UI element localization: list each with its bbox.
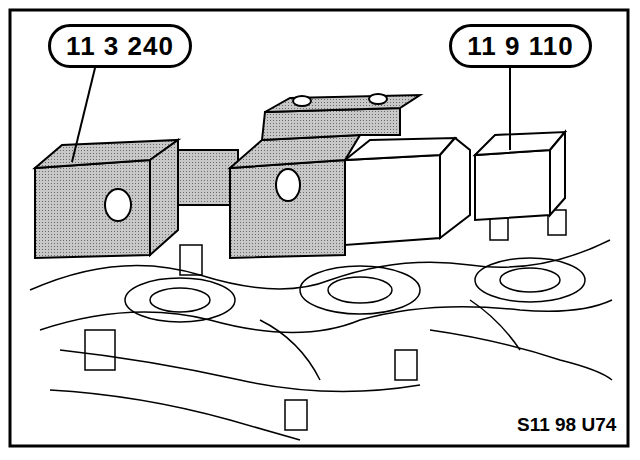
frame — [10, 10, 628, 446]
callout-box: 11 9 110 — [449, 24, 592, 68]
leader-line — [72, 68, 95, 162]
figure-code: S11 98 U74 — [515, 414, 618, 436]
part-number: 11 9 110 — [467, 31, 573, 62]
tool-block — [345, 132, 565, 245]
callout-box: 11 3 240 — [48, 24, 192, 68]
leader-line — [509, 68, 511, 150]
part-number: 11 3 240 — [66, 31, 174, 62]
